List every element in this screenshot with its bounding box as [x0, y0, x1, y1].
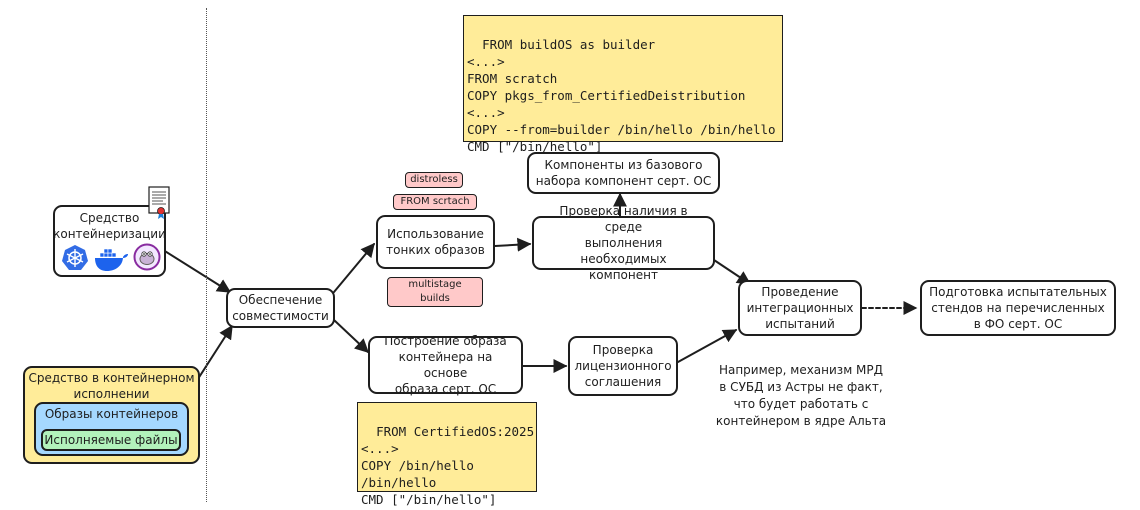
top-code-block: FROM buildOS as builder <...> FROM scrat… — [463, 15, 783, 154]
multistage-tag-label: multistage builds — [408, 279, 462, 304]
example-note: Например, механизм МРД в СУБД из Астры н… — [701, 345, 901, 430]
distroless-tag: distroless — [405, 172, 463, 188]
build-image-label: Построение образа контейнера на основе о… — [384, 334, 507, 396]
license-check-node[interactable]: Проверка лицензионного соглашения — [568, 336, 678, 396]
license-check-label: Проверка лицензионного соглашения — [574, 343, 672, 389]
integration-tests-label: Проведение интеграционных испытаний — [746, 285, 854, 331]
podman-icon — [133, 243, 161, 271]
from-scratch-tag: FROM scrtach — [393, 194, 477, 210]
container-images-label: Образы контейнеров — [44, 407, 179, 421]
top-code-text: FROM buildOS as builder <...> FROM scrat… — [467, 37, 776, 154]
check-components-label: Проверка наличия в среде выполнения необ… — [559, 204, 688, 282]
from-scratch-tag-label: FROM scrtach — [400, 196, 470, 207]
certificate-icon — [148, 186, 170, 219]
runtime-tool-label: Средство в контейнерном исполнении — [28, 371, 195, 401]
executable-files-box[interactable]: Исполняемые файлы — [41, 429, 181, 451]
multistage-tag: multistage builds — [387, 277, 483, 307]
distroless-tag-label: distroless — [410, 174, 458, 185]
base-components-label: Компоненты из базового набора компонент … — [535, 158, 712, 188]
example-note-text: Например, механизм МРД в СУБД из Астры н… — [715, 363, 887, 428]
compatibility-label: Обеспечение совместимости — [232, 293, 329, 323]
thin-images-node[interactable]: Использование тонких образов — [376, 215, 495, 269]
compatibility-node[interactable]: Обеспечение совместимости — [226, 288, 335, 328]
build-image-node[interactable]: Построение образа контейнера на основе о… — [368, 334, 523, 396]
edge-thin-to-check — [494, 237, 532, 252]
kubernetes-icon — [62, 245, 88, 270]
test-stands-node[interactable]: Подготовка испытательных стендов на пере… — [920, 280, 1116, 336]
test-stands-label: Подготовка испытательных стендов на пере… — [929, 285, 1107, 331]
check-components-node[interactable]: Проверка наличия в среде выполнения необ… — [532, 204, 715, 282]
integration-tests-node[interactable]: Проведение интеграционных испытаний — [738, 280, 862, 336]
bottom-code-text: FROM CertifiedOS:2025 <...> COPY /bin/he… — [361, 424, 535, 507]
containerization-tool-label: Средство контейнеризации — [53, 211, 166, 241]
thin-images-label: Использование тонких образов — [386, 227, 485, 257]
docker-icon — [95, 248, 128, 271]
edge-license-to-integration — [677, 329, 738, 363]
base-components-node[interactable]: Компоненты из базового набора компонент … — [527, 152, 720, 194]
edge-tool-to-compatibility — [159, 247, 232, 293]
edge-compatibility-to-thin — [333, 242, 375, 293]
edge-compatibility-to-build — [333, 319, 370, 353]
section-divider — [206, 8, 207, 502]
executable-files-label: Исполняемые файлы — [44, 433, 178, 447]
bottom-code-block: FROM CertifiedOS:2025 <...> COPY /bin/he… — [357, 402, 537, 507]
